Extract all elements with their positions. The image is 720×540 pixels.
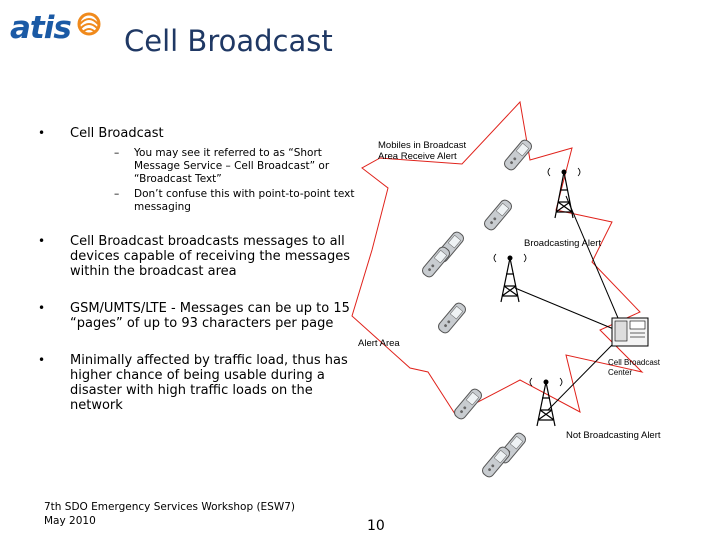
- mobile-phone-icon: [454, 388, 482, 420]
- cell-tower-icon: [547, 167, 581, 219]
- link-line: [514, 287, 617, 331]
- bullet-text: GSM/UMTS/LTE - Messages can be up to 15 …: [70, 301, 350, 331]
- bullet-text: Cell Broadcast broadcasts messages to al…: [70, 234, 351, 279]
- sub-bullet-item: –You may see it referred to as “Short Me…: [114, 147, 330, 185]
- cell-tower-icon: [493, 253, 527, 303]
- mobiles-label: Mobiles in Broadcast Area Receive Alert: [378, 140, 467, 162]
- footer: 7th SDO Emergency Services Workshop (ESW…: [44, 500, 295, 528]
- bullet-text: Minimally affected by traffic load, thus…: [70, 353, 348, 413]
- mobile-phone-icon: [482, 446, 510, 478]
- bullet-text: Cell Broadcast: [70, 126, 164, 141]
- bullet-item: Cell Broadcast broadcasts messages to al…: [38, 234, 358, 279]
- page-number: 10: [367, 518, 385, 534]
- link-line: [547, 344, 613, 411]
- bullet-list: Cell Broadcast –You may see it referred …: [38, 126, 358, 435]
- mobile-phone-icon: [438, 302, 466, 334]
- sub-bullet-text: Don’t confuse this with point-to-point t…: [134, 188, 355, 213]
- not-broadcasting-label: Not Broadcasting Alert: [566, 430, 661, 441]
- broadcasting-label: Broadcasting Alert: [524, 238, 602, 249]
- broadcast-center-icon: [611, 317, 649, 347]
- footer-date: May 2010: [44, 515, 96, 527]
- logo-text: atis: [10, 10, 72, 46]
- bullet-item: Minimally affected by traffic load, thus…: [38, 353, 358, 413]
- center-label: Cell Broadcast Center: [608, 358, 661, 377]
- sub-bullet-item: –Don’t confuse this with point-to-point …: [114, 188, 355, 213]
- atis-logo: atis: [10, 8, 110, 52]
- alert-area-burst: [351, 100, 644, 415]
- mobile-phone-icon: [504, 139, 532, 171]
- footer-line: 7th SDO Emergency Services Workshop (ESW…: [44, 501, 296, 513]
- mobile-phone-icon: [422, 246, 450, 278]
- mobile-phone-icon: [484, 199, 512, 231]
- alert-area-label: Alert Area: [358, 338, 400, 349]
- logo-swirl-icon: [77, 12, 101, 36]
- slide-title: Cell Broadcast: [124, 24, 333, 58]
- bullet-item: Cell Broadcast –You may see it referred …: [38, 126, 358, 214]
- sub-bullet-text: You may see it referred to as “Short Mes…: [134, 147, 330, 185]
- bullet-item: GSM/UMTS/LTE - Messages can be up to 15 …: [38, 301, 358, 331]
- cell-tower-icon: [529, 377, 563, 427]
- link-line: [565, 195, 619, 319]
